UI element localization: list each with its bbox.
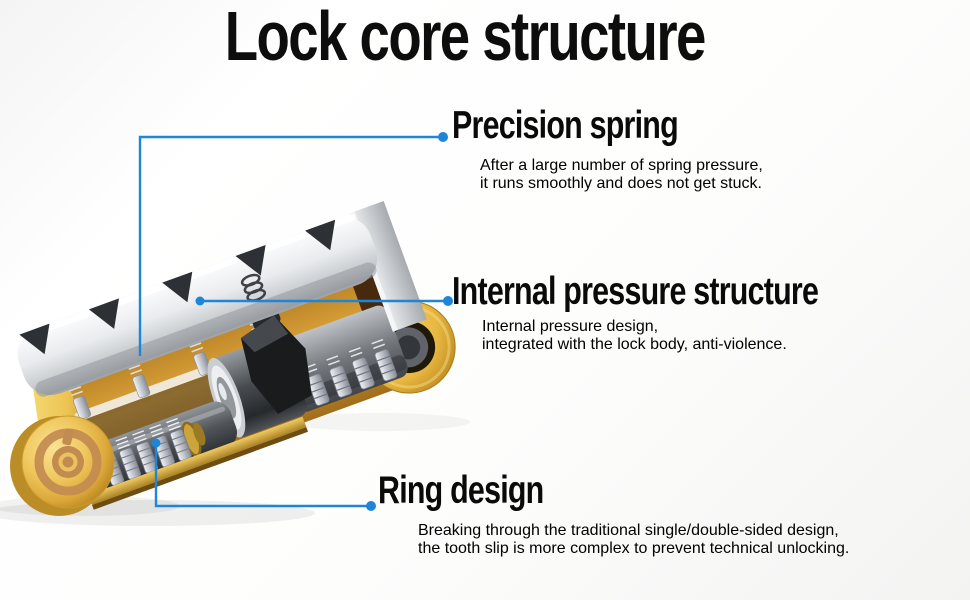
pin-stack	[371, 338, 398, 382]
pin-stack	[303, 363, 330, 406]
page-title-text: Lock core structure	[224, 0, 707, 75]
pin-stack	[348, 347, 375, 390]
lock-body-assembly	[17, 200, 456, 510]
callout-precision-spring: Precision spring	[452, 106, 742, 146]
drill-notches	[19, 219, 336, 355]
callout-internal-pressure: Internal pressure structure	[452, 272, 921, 312]
pin-stack	[326, 355, 353, 398]
callout-precision-spring-body: After a large number of spring pressure,…	[480, 157, 763, 193]
gold-end-cap-disc	[10, 415, 115, 516]
callout-heading: Ring design	[378, 469, 544, 512]
callout-ring-design: Ring design	[378, 471, 590, 511]
pin-stack	[132, 430, 158, 474]
silver-top-bar	[17, 214, 378, 397]
callout-internal-pressure-body: Internal pressure design, integrated wit…	[482, 318, 787, 354]
callout-body-line: integrated with the lock body, anti-viol…	[482, 336, 787, 353]
callout-ring-design-body: Breaking through the traditional single/…	[418, 522, 849, 558]
pin-stack	[115, 436, 142, 480]
callout-line-precision-spring	[138, 132, 448, 356]
bar-spring-coil	[240, 273, 267, 302]
gold-cut-edge	[88, 416, 309, 510]
right-pin-stacks	[303, 338, 398, 406]
callout-line-ring-design	[151, 438, 376, 511]
callout-body-line: Breaking through the traditional single/…	[418, 522, 839, 539]
pin-stack	[187, 337, 212, 376]
callout-line-internal-pressure	[195, 296, 453, 306]
callout-lines	[138, 132, 453, 511]
callout-body-line: Internal pressure design,	[482, 318, 659, 335]
callout-body-line: After a large number of spring pressure,	[480, 157, 763, 174]
callout-heading: Internal pressure structure	[452, 270, 819, 313]
page-title: Lock core structure	[90, 0, 840, 72]
callout-body-line: the tooth slip is more complex to preven…	[418, 540, 850, 557]
callout-heading: Precision spring	[452, 104, 679, 147]
callout-body-line: it runs smoothly and does not get stuck.	[480, 175, 762, 192]
